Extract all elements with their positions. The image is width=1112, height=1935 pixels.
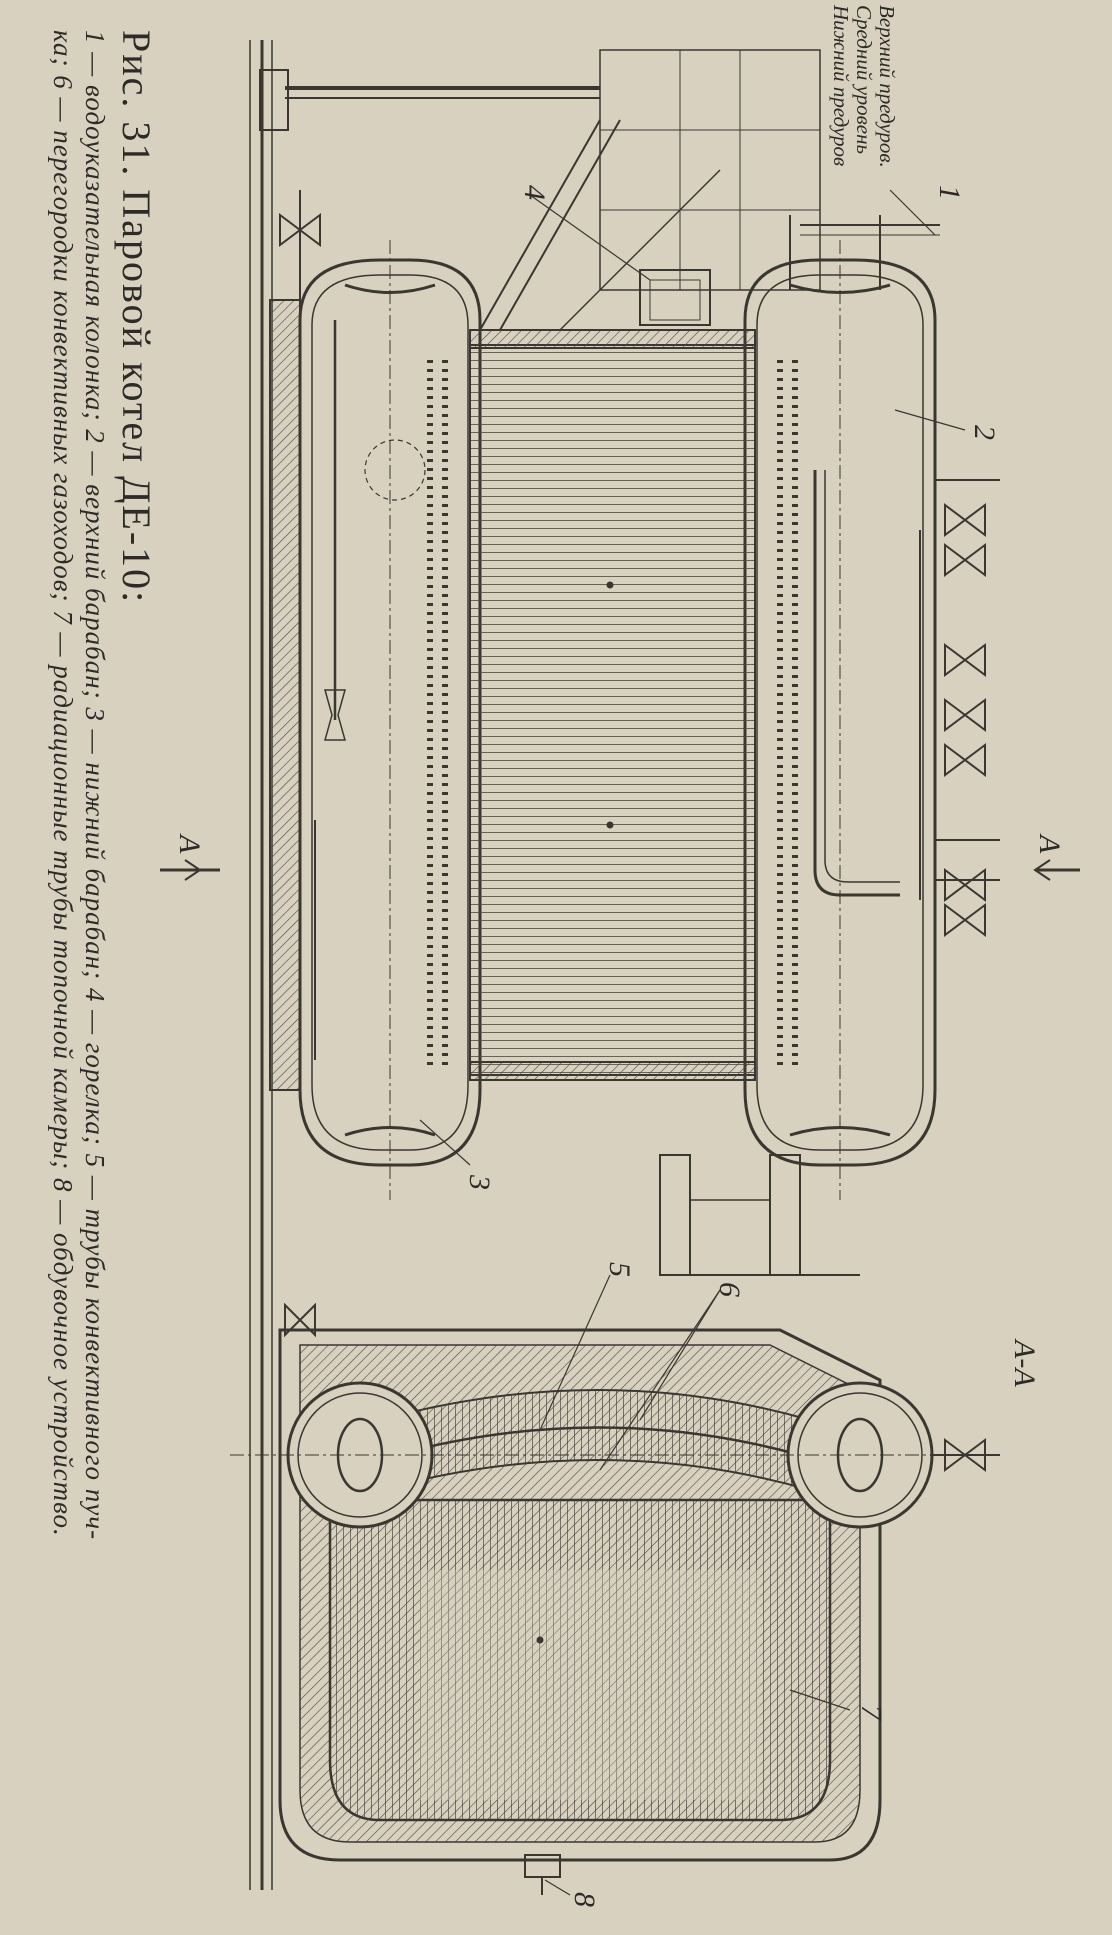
section-aa-label: A-A — [1008, 1338, 1041, 1387]
level-top-label: Верхний предуров. — [875, 5, 899, 168]
label-6: 6 — [713, 1282, 746, 1297]
caption-line-2: ка; 6 — перегородки конвективных газоход… — [48, 30, 78, 1537]
label-4: 4 — [518, 185, 551, 200]
figure-caption: Рис. 31. Паровой котел ДЕ-10: 1 — водоук… — [48, 0, 170, 1935]
section-a-left-label: A — [173, 833, 206, 854]
label-5: 5 — [603, 1262, 636, 1277]
label-2: 2 — [968, 425, 1001, 440]
caption-title: Рис. 31. Паровой котел ДЕ-10: — [114, 30, 159, 605]
label-8: 8 — [568, 1892, 601, 1907]
level-low-label: Нижний предуров — [829, 4, 853, 166]
label-3: 3 — [463, 1174, 496, 1190]
level-mid-label: Средний уровень — [852, 5, 876, 154]
boiler-cross-section — [230, 1274, 1000, 1896]
section-a-right-label: A — [1033, 833, 1066, 854]
label-7: 7 — [855, 1705, 888, 1722]
floor-line — [249, 40, 273, 1890]
label-1: 1 — [933, 185, 966, 200]
caption-line-1: 1 — водоуказательная колонка; 2 — верхни… — [80, 30, 110, 1541]
boiler-elevation — [160, 49, 1080, 1276]
